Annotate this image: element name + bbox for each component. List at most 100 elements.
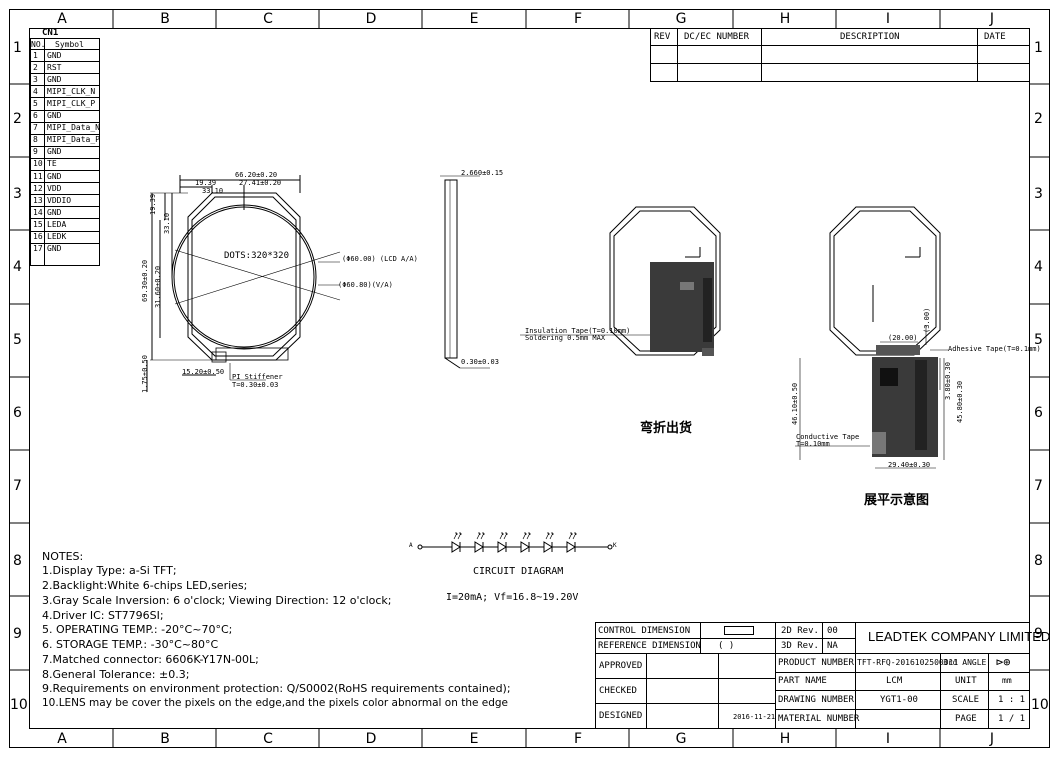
row-label: 10 <box>10 697 28 713</box>
tb-line <box>988 653 989 729</box>
tb-company: LEADTEK COMPANY LIMITED <box>868 629 1051 644</box>
pin-row-line <box>30 218 100 220</box>
circuit-spec: I=20mA; Vf=16.8~19.20V <box>446 592 579 603</box>
pin-row-line <box>30 206 100 208</box>
col-label: C <box>263 11 273 27</box>
pin-row-line <box>30 157 100 159</box>
col-label: B <box>160 11 170 27</box>
pin-row-line <box>30 121 100 123</box>
pin-symbol: MIPI_Data_N <box>47 123 100 133</box>
circuit-title: CIRCUIT DIAGRAM <box>473 566 564 577</box>
tb-3d-rev-label: 3D Rev. <box>781 641 819 651</box>
side-fpc-t: 0.30±0.03 <box>461 358 499 366</box>
note-item: 3.Gray Scale Inversion: 6 o'clock; Viewi… <box>42 594 392 607</box>
inner-frame <box>29 28 1030 729</box>
pin-symbol: MIPI_CLK_N <box>47 86 96 96</box>
led-diode-icon <box>474 532 485 553</box>
col-label: D <box>365 731 377 747</box>
note-item: 6. STORAGE TEMP.: -30°C~80°C <box>42 638 219 651</box>
note-item: 4.Driver IC: ST7796SI; <box>42 609 164 622</box>
tb-line <box>775 622 776 729</box>
tb-line <box>718 653 719 729</box>
note-item: 9.Requirements on environment protection… <box>42 682 511 695</box>
pin-row-line <box>30 182 100 184</box>
dim-left-offset: 19.39 <box>195 179 217 187</box>
col-label: J <box>989 731 995 747</box>
pin-symbol: LEDK <box>47 232 67 241</box>
col-label: F <box>573 11 583 27</box>
outer-frame <box>9 9 1050 748</box>
tb-product-number: TFT-RFQ-2016102500011 <box>857 658 959 667</box>
tb-line <box>700 622 701 653</box>
led-diode-icon <box>520 532 531 553</box>
pin-row-line <box>30 170 100 171</box>
rev-header-date: DATE <box>984 32 1006 42</box>
pin-symbol: GND <box>47 111 62 120</box>
row-label: 10 <box>1031 697 1049 713</box>
tb-2d-rev-label: 2D Rev. <box>781 626 819 636</box>
tb-line <box>595 703 775 704</box>
tb-drawing-number: YGT1-00 <box>880 695 918 705</box>
tb-scale: 1 : 1 <box>998 695 1026 705</box>
pin-symbol: GND <box>47 207 62 217</box>
row-label: 4 <box>1034 259 1043 275</box>
pin-number: 9 <box>33 147 38 157</box>
revision-table-grid <box>650 28 1030 82</box>
pin-row-line <box>30 61 100 63</box>
pin-header-symbol: Symbol <box>55 40 84 49</box>
pin-row-line <box>30 97 100 99</box>
pin-number: 7 <box>33 123 38 133</box>
pin-symbol: GND <box>47 244 62 254</box>
rev-col-line <box>761 28 762 82</box>
col-label: G <box>675 11 687 27</box>
note-item: 2.Backlight:White 6-chips LED,series; <box>42 579 248 592</box>
tb-drawing-number-label: DRAWING NUMBER <box>778 695 854 705</box>
note-item: 1.Display Type: a-Si TFT; <box>42 564 177 577</box>
led-diode-icon <box>566 532 577 553</box>
pin-row-line <box>30 194 100 196</box>
pin-number: 2 <box>33 62 38 72</box>
dim-center-width: 27.41±0.20 <box>239 179 282 187</box>
rev-row-line <box>650 63 1030 64</box>
pin-row-line <box>30 73 100 75</box>
flat-conductive: Conductive Tape <box>796 433 860 441</box>
notes-heading: NOTES: <box>42 550 84 563</box>
rev-col-line <box>977 28 978 82</box>
pin-symbol: GND <box>47 50 62 60</box>
tb-unit-label: UNIT <box>955 676 977 686</box>
tb-2d-rev-value: 00 <box>827 626 838 636</box>
pin-table-divider <box>44 38 45 266</box>
bent-caption: 弯折出货 <box>640 421 693 436</box>
rev-header-rev: REV <box>654 32 671 42</box>
col-label: I <box>885 731 891 747</box>
side-thickness: 2.660±0.15 <box>461 169 504 177</box>
rev-header-description: DESCRIPTION <box>840 32 900 42</box>
tb-line <box>855 622 856 729</box>
pin-number: 12 <box>33 183 43 193</box>
tb-line <box>775 672 1030 673</box>
flat-caption: 展平示意图 <box>864 493 930 508</box>
pin-table-grid <box>30 38 100 266</box>
pin-number: 17 <box>33 244 43 254</box>
tb-line <box>775 638 855 639</box>
pin-number: 15 <box>33 219 43 229</box>
tb-part-name-label: PART NAME <box>778 676 827 686</box>
pin-symbol: LEDA <box>47 219 67 229</box>
pin-row-line <box>30 242 100 244</box>
pin-symbol: MIPI_Data_P <box>47 135 100 145</box>
pin-symbol: TE <box>47 159 57 169</box>
circuit-cathode: K <box>613 542 617 549</box>
pin-row-line <box>30 49 100 50</box>
tb-product-number-label: PRODUCT NUMBER <box>778 658 854 668</box>
row-label: 6 <box>1034 405 1043 421</box>
angle-symbol-icon: ⊳⊕ <box>996 655 1011 669</box>
pin-number: 1 <box>33 50 38 60</box>
pin-symbol: MIPI_CLK_P <box>47 98 96 108</box>
col-label: A <box>57 11 67 27</box>
flat-adhesive: Adhesive Tape(T=0.1mm) <box>948 345 1041 353</box>
